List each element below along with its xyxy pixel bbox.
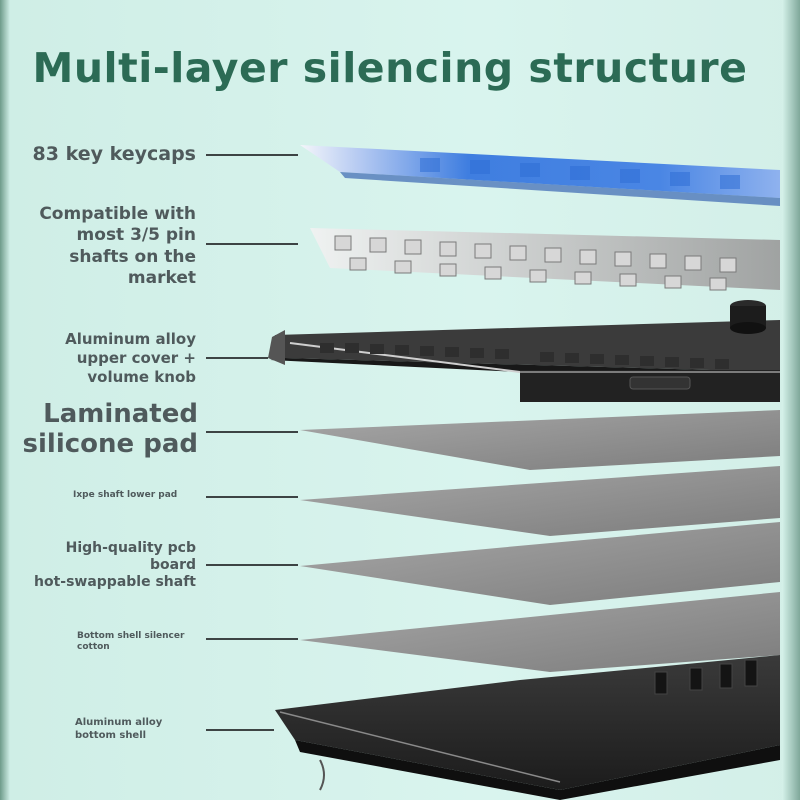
label-silicone-pad: Laminated silicone pad (22, 399, 198, 459)
leader-upper-cover (206, 357, 268, 359)
label-bottom-shell: Aluminum alloy bottom shell (75, 717, 163, 741)
bottom-shell-layer (275, 655, 780, 800)
label-ixpe-pad: Ixpe shaft lower pad (73, 490, 178, 500)
silencer-cotton-layer (300, 592, 780, 672)
leader-ixpe-pad (206, 496, 298, 498)
upper-cover-layer (268, 300, 780, 402)
page-title: Multi-layer silencing structure (32, 44, 748, 92)
leader-shafts (206, 243, 298, 245)
leader-silicone-pad (206, 431, 298, 433)
silicone-pad-layer (300, 410, 780, 470)
leader-bottom-shell (206, 729, 274, 731)
leader-silencer-cotton (206, 638, 298, 640)
right-border (782, 0, 800, 800)
label-shafts: Compatible with most 3/5 pin shafts on t… (39, 204, 196, 288)
leader-pcb (206, 564, 298, 566)
leader-keycaps (206, 154, 298, 156)
pcb-layer (300, 522, 780, 605)
label-silencer-cotton: Bottom shell silencer cotton (77, 631, 185, 653)
switches-layer (310, 228, 780, 291)
label-upper-cover: Aluminum alloy upper cover + volume knob (65, 330, 196, 386)
label-pcb: High-quality pcb board hot-swappable sha… (33, 540, 196, 590)
keycaps-layer (300, 145, 780, 206)
ixpe-pad-layer (300, 466, 780, 536)
label-keycaps: 83 key keycaps (32, 143, 196, 165)
